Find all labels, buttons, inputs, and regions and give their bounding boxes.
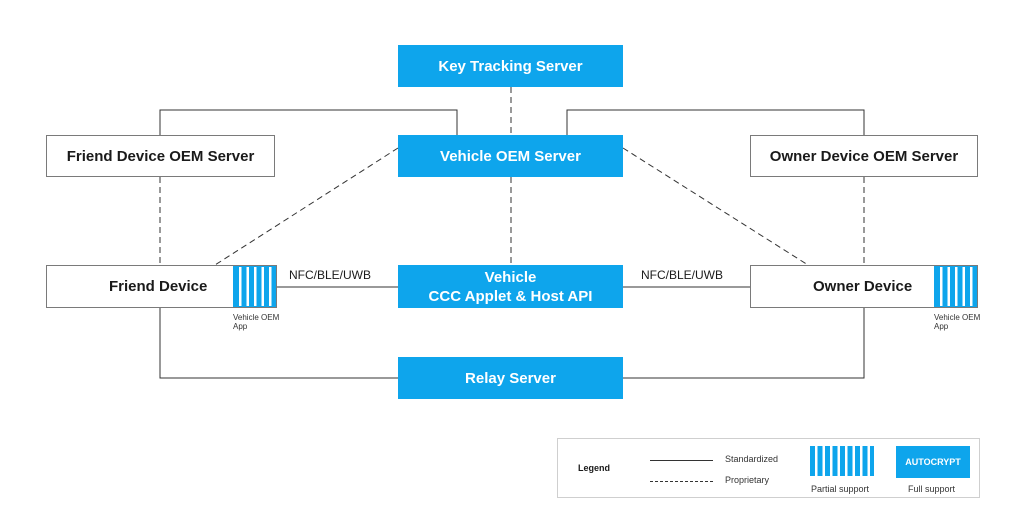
vehicle-box: Vehicle CCC Applet & Host API: [398, 265, 623, 308]
line-friend-oem-to-vehicle-oem: [159, 109, 458, 135]
friend-device-oem-server-box: Friend Device OEM Server: [46, 135, 275, 177]
legend-standardized-label: Standardized: [725, 454, 779, 464]
legend-title: Legend: [578, 463, 611, 473]
key-tracking-server-box: Key Tracking Server: [398, 45, 623, 87]
owner-device-app-partial-support-pattern: [934, 266, 977, 307]
friend-device-oem-server-label: Friend Device OEM Server: [66, 147, 255, 165]
friend-device-app-partial-support-pattern: [233, 266, 276, 307]
legend-proprietary-label: Proprietary: [725, 475, 770, 485]
vehicle-oem-server-box: Vehicle OEM Server: [398, 135, 623, 177]
relay-server-label: Relay Server: [465, 369, 556, 387]
legend: Legend Standardized Proprietary Partial …: [557, 438, 980, 498]
key-tracking-server-label: Key Tracking Server: [438, 57, 583, 75]
legend-full-support-label: Full support: [908, 484, 956, 494]
owner-device-label: Owner Device: [813, 278, 913, 295]
owner-app-label-line2: App: [934, 322, 949, 331]
line-owner-oem-to-vehicle-oem: [566, 109, 865, 135]
right-protocol-label: NFC/BLE/UWB: [641, 268, 724, 282]
owner-device-app-label: Vehicle OEM App: [934, 313, 994, 331]
line-friend-device-to-relay: [159, 308, 398, 379]
friend-device-label: Friend Device: [109, 278, 208, 295]
legend-dashed-line-sample: [650, 481, 713, 482]
friend-device-app-label: Vehicle OEM App: [233, 313, 293, 331]
relay-server-box: Relay Server: [398, 357, 623, 399]
legend-solid-line-sample: [650, 460, 713, 461]
legend-partial-support-swatch: [810, 446, 874, 476]
dash-vehicle-oem-to-owner-device: [622, 147, 809, 266]
friend-app-label-line2: App: [233, 322, 248, 331]
owner-device-oem-server-box: Owner Device OEM Server: [750, 135, 978, 177]
line-owner-device-to-relay: [623, 308, 865, 379]
legend-partial-support-label: Partial support: [811, 484, 870, 494]
vehicle-oem-server-label: Vehicle OEM Server: [440, 147, 581, 165]
friend-app-label-line1: Vehicle OEM: [233, 313, 280, 322]
legend-full-support-swatch: AUTOCRYPT: [896, 446, 970, 478]
owner-app-label-line1: Vehicle OEM: [934, 313, 981, 322]
dash-vehicle-oem-to-friend-device: [214, 147, 399, 266]
owner-device-oem-server-label: Owner Device OEM Server: [769, 147, 959, 165]
vehicle-label-line2: CCC Applet & Host API: [428, 287, 593, 305]
left-protocol-label: NFC/BLE/UWB: [289, 268, 372, 282]
vehicle-label-line1: Vehicle: [484, 268, 537, 286]
